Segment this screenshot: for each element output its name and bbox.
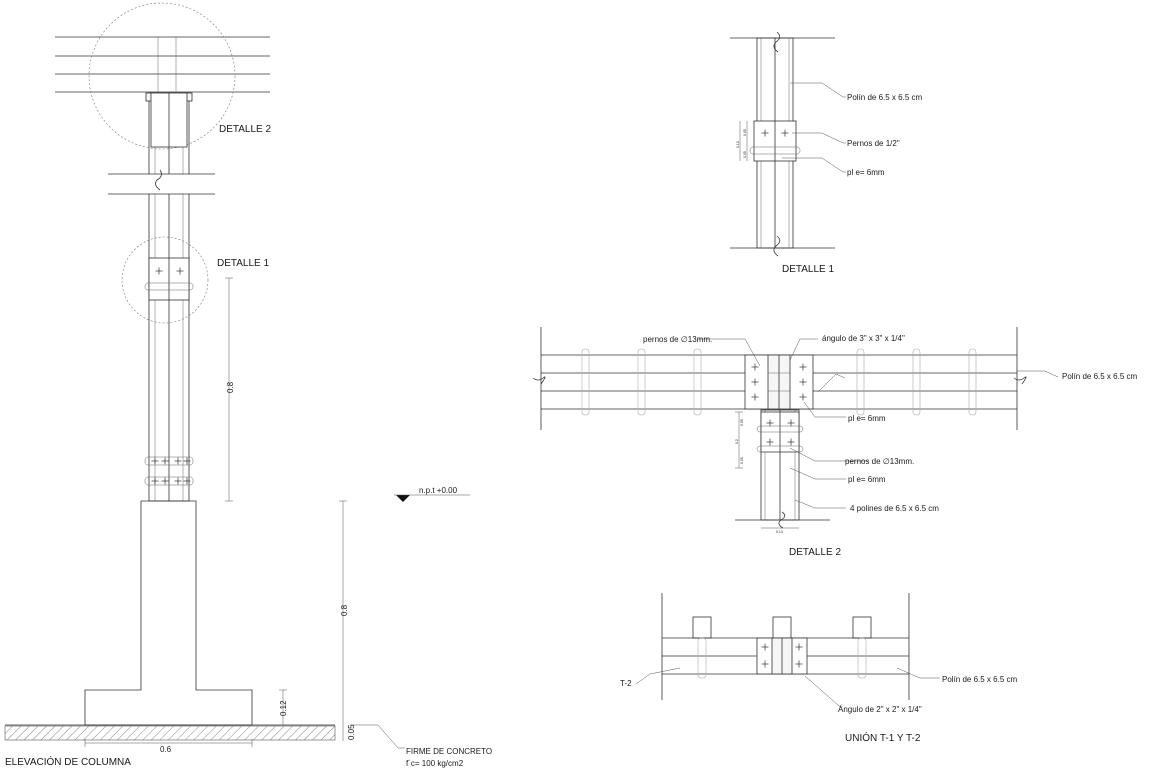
detalle1-drawing: 0.10 0.05 0.05 Polín de 6.5 x 6.5 cm Per… — [730, 31, 922, 275]
column-base-bolts — [144, 456, 194, 486]
union-polin-label: Polín de 6.5 x 6.5 cm — [942, 675, 1017, 684]
d2-pernos-top-label: pernos de ∅13mm. — [643, 335, 712, 344]
union-title: UNIÓN T-1 Y T-2 — [845, 731, 921, 744]
union-t1-t2-drawing: T-2 Polín de 6.5 x 6.5 cm Ángulo de 2" x… — [620, 593, 1017, 744]
dim-005: 0.05 — [347, 724, 356, 740]
d1-polin-label: Polín de 6.5 x 6.5 cm — [847, 93, 922, 102]
detalle1-reference: DETALLE 1 — [217, 258, 269, 269]
d2-polin-label: Polín de 6.5 x 6.5 cm — [1062, 372, 1137, 381]
d2-polines-label: 4 polines de 6.5 x 6.5 cm — [850, 504, 939, 513]
elevation-dimensions — [84, 277, 405, 749]
concrete-footing — [4, 500, 336, 741]
dim-012: 0.12 — [279, 700, 288, 716]
d2-pernos-bottom-label: pernos de ∅13mm. — [845, 457, 914, 466]
npt-label: n.p.t +0.00 — [419, 486, 458, 495]
top-beam-polines — [55, 36, 270, 93]
d2-dim-c: 0.05 — [740, 457, 744, 464]
d1-dim-a: 0.10 — [736, 141, 740, 148]
firme-de-concreto-label: FIRME DE CONCRETO — [406, 747, 492, 756]
d2-dim-w: 0.13 — [776, 530, 783, 534]
d1-dim-c: 0.05 — [743, 129, 747, 136]
npt-level-marker: n.p.t +0.00 — [394, 486, 470, 502]
d2-dim-b: 0.2 — [735, 439, 739, 444]
d2-pl-bottom-label: pl e= 6mm — [848, 475, 886, 484]
detalle1-title: DETALLE 1 — [782, 264, 834, 275]
detalle1-plate — [144, 257, 194, 301]
union-angulo-label: Ángulo de 2" x 2" x 1/4" — [838, 705, 922, 714]
fc-label: f´c= 100 kg/cm2 — [406, 759, 464, 768]
union-t2-label: T-2 — [620, 679, 632, 688]
column-elevation: DETALLE 2 DETALLE 1 0.8 0.8 0.12 0.05 0.… — [4, 2, 492, 768]
d1-dim-b: 0.05 — [743, 151, 747, 158]
d1-pl-label: pl e= 6mm — [847, 168, 885, 177]
detalle2-title: DETALLE 2 — [789, 547, 841, 558]
d2-dim-a: 0.05 — [740, 419, 744, 426]
detalle2-callout-circle — [88, 2, 236, 150]
elevation-title: ELEVACIÓN DE COLUMNA — [5, 755, 131, 768]
detalle1-callout-circle — [121, 236, 209, 324]
column-break-mark — [105, 169, 220, 195]
d2-pl-top-label: pl e= 6mm — [848, 414, 886, 423]
dim-06: 0.6 — [160, 745, 172, 754]
detalle2-through-bolts — [581, 348, 977, 416]
d2-angulo-label: ángulo de 3" x 3" x 1/4" — [822, 334, 905, 343]
detalle2-drawing: 0.05 0.2 0.05 0.13 pernos de ∅13mm. ángu… — [532, 327, 1137, 558]
detalle2-reference: DETALLE 2 — [219, 124, 271, 135]
dim-08-upper: 0.8 — [226, 381, 235, 393]
d1-pernos-label: Pernos de 1/2" — [847, 139, 900, 148]
dim-08-lower: 0.8 — [340, 604, 349, 616]
